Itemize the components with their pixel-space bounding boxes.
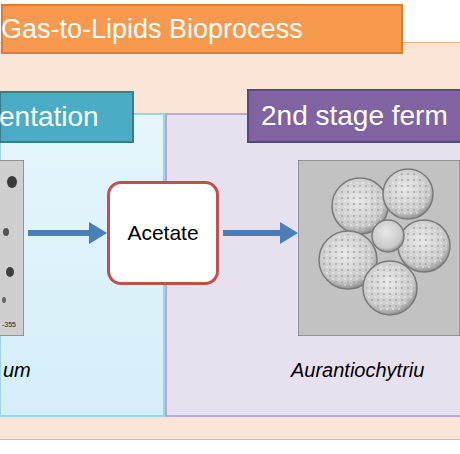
box-label: Acetate	[127, 221, 198, 245]
flow-arrow	[28, 222, 107, 244]
process-box: Acetate	[107, 181, 219, 285]
header-text: 2nd stage ferm	[261, 100, 448, 132]
header-tab: Gas-to-Lipids Bioprocess	[1, 4, 403, 54]
header-tab: 2nd stage ferm	[247, 89, 460, 143]
header-text: entation	[0, 101, 99, 133]
organism-name: Aurantiochytriu	[291, 359, 424, 382]
header-text: Gas-to-Lipids Bioprocess	[1, 14, 303, 45]
organism-name: um	[3, 359, 31, 382]
micrograph	[298, 160, 460, 336]
scale-label: -355	[2, 321, 16, 328]
header-tab: entation	[0, 91, 134, 143]
micrograph	[0, 160, 24, 336]
flow-arrow	[223, 222, 298, 244]
